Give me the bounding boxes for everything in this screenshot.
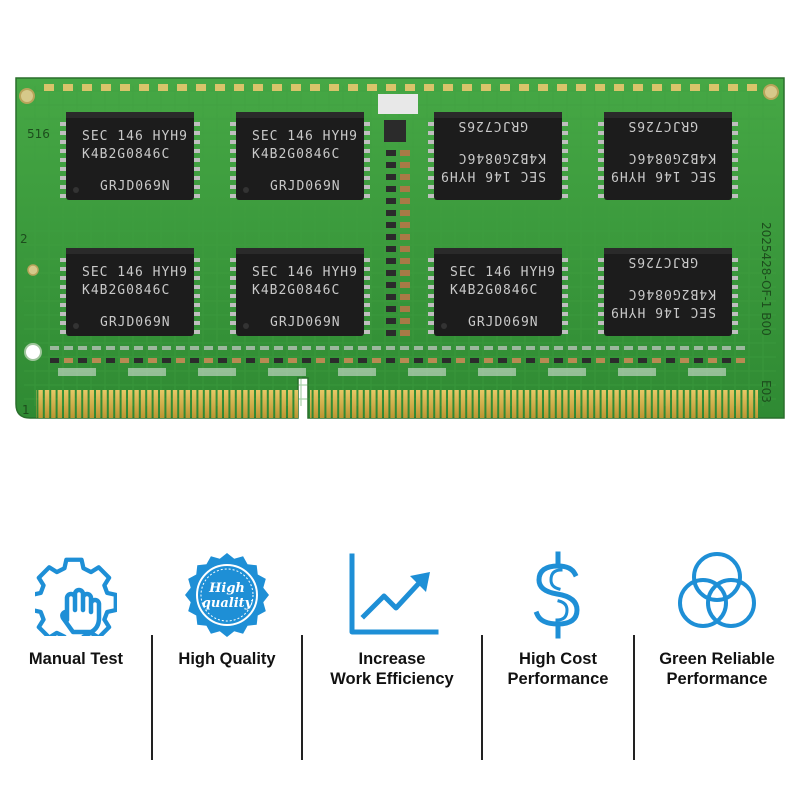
memory-chip: SEC 146 HYH9 K4B2G0846C GRJC726S bbox=[428, 112, 568, 200]
chip-label: K4B2G0846C bbox=[628, 286, 716, 301]
chip-label: SEC 146 HYH9 bbox=[82, 129, 188, 144]
chip-label: SEC 146 HYH9 bbox=[450, 265, 556, 280]
divider bbox=[151, 635, 153, 760]
rising-chart-icon bbox=[349, 553, 439, 635]
chip-label: GRJC726S bbox=[457, 118, 528, 133]
chip-label: K4B2G0846C bbox=[252, 283, 340, 298]
chip-label: SEC 146 HYH9 bbox=[610, 304, 716, 319]
chip-label: GRJC726S bbox=[627, 118, 698, 133]
feature-work-efficiency: Increase Work Efficiency bbox=[301, 545, 482, 760]
chip-label: SEC 146 HYH9 bbox=[610, 168, 716, 183]
divider bbox=[481, 635, 483, 760]
quality-badge-icon: High quality bbox=[185, 553, 269, 637]
feature-label: High Quality bbox=[178, 650, 276, 668]
dollar-icon bbox=[533, 551, 580, 639]
feature-label: Manual Test bbox=[28, 650, 124, 668]
pcb-board: 516 2 1 2025428-OF-1 B00 E03 bbox=[15, 77, 785, 419]
feature-label: Increase Work Efficiency bbox=[330, 650, 454, 688]
feature-manual-test: Manual Test bbox=[0, 545, 152, 720]
chip-label: GRJD069N bbox=[100, 315, 171, 330]
chip-label: SEC 146 HYH9 bbox=[440, 168, 546, 183]
divider bbox=[633, 635, 635, 760]
chip-label: SEC 146 HYH9 bbox=[252, 265, 358, 280]
memory-chip: SEC 146 HYH9 K4B2G0846C GRJC726S bbox=[598, 112, 738, 200]
chip-label: K4B2G0846C bbox=[82, 283, 170, 298]
chip-label: K4B2G0846C bbox=[628, 150, 716, 165]
ram-module: 516 2 1 2025428-OF-1 B00 E03 SEC 146 HYH… bbox=[15, 77, 785, 419]
module-reflection bbox=[0, 420, 800, 540]
chip-label: GRJC726S bbox=[627, 254, 698, 269]
svg-text:quality: quality bbox=[202, 596, 254, 611]
feature-label: High Cost Performance bbox=[507, 650, 609, 688]
chip-label: GRJD069N bbox=[270, 315, 341, 330]
pcb-code: 2025428-OF-1 B00 bbox=[759, 222, 773, 336]
feature-row: Manual Test High quality High Quality bbox=[0, 545, 800, 760]
hand-gear-icon bbox=[35, 557, 117, 636]
feature-high-quality: High quality High Quality bbox=[151, 545, 302, 760]
chip-label: SEC 146 HYH9 bbox=[252, 129, 358, 144]
gold-fingers-left bbox=[36, 390, 298, 418]
pcb-side-mark-right: E03 bbox=[759, 380, 773, 403]
venn-circles-icon bbox=[678, 552, 756, 628]
gold-fingers-right bbox=[310, 390, 758, 418]
chip-label: K4B2G0846C bbox=[82, 147, 170, 162]
chip-label: SEC 146 HYH9 bbox=[82, 265, 188, 280]
chip-label: K4B2G0846C bbox=[458, 150, 546, 165]
chip-label: GRJD069N bbox=[468, 315, 539, 330]
feature-label: Green Reliable Performance bbox=[659, 650, 775, 688]
pcb-side-mark-left: 2 bbox=[20, 232, 28, 246]
chip-label: K4B2G0846C bbox=[252, 147, 340, 162]
feature-green-reliable: Green Reliable Performance bbox=[633, 545, 800, 760]
feature-cost-performance: High Cost Performance bbox=[481, 545, 634, 760]
chip-label: GRJD069N bbox=[270, 179, 341, 194]
chip-label: K4B2G0846C bbox=[450, 283, 538, 298]
chip-label: GRJD069N bbox=[100, 179, 171, 194]
memory-chip: SEC 146 HYH9 K4B2G0846C GRJC726S bbox=[598, 248, 738, 336]
svg-text:High: High bbox=[208, 581, 245, 596]
pcb-number: 516 bbox=[27, 127, 50, 141]
divider bbox=[301, 635, 303, 760]
pcb-pin-mark: 1 bbox=[22, 403, 30, 417]
